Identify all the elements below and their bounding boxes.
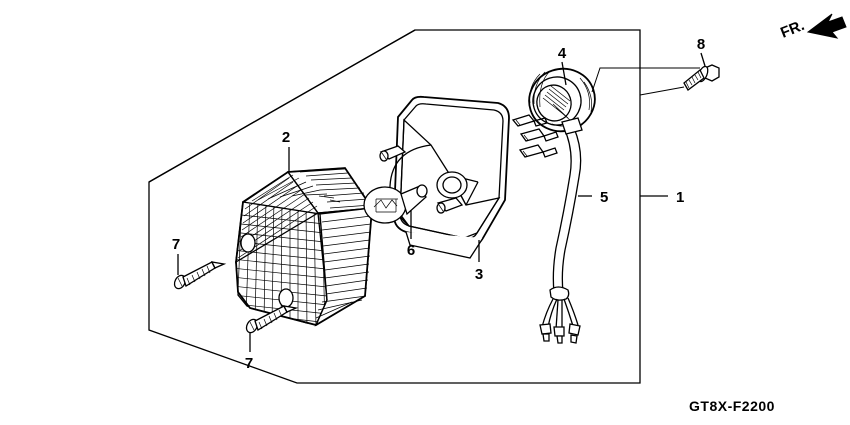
callout-label-5: 5 (600, 189, 608, 206)
tapping-screw-upper (173, 261, 227, 290)
socket-terminal-3 (518, 144, 558, 158)
callout-label-1: 1 (676, 189, 684, 206)
housing-stud-upper (379, 145, 407, 162)
housing-part (379, 95, 510, 259)
socket-terminal-1 (511, 114, 548, 127)
wire-harness-part (539, 117, 583, 344)
socket-part (511, 67, 596, 158)
callout-label-7-upper: 7 (172, 236, 180, 253)
harness-terminal-2 (553, 326, 565, 344)
housing-stud-lower (436, 197, 464, 214)
bolt-threads (685, 71, 702, 89)
callout-label-7-lower: 7 (245, 355, 253, 372)
socket-terminal-2 (519, 128, 559, 142)
callout-label-3: 3 (475, 266, 483, 283)
socket-coil-detail (542, 85, 571, 121)
front-direction-label: FR. (778, 17, 807, 42)
leader-8 (700, 52, 706, 67)
tapping-screw-lower (245, 305, 299, 334)
callout-label-8: 8 (697, 36, 705, 53)
lens-boss-lower (278, 288, 294, 308)
harness-terminal-3 (568, 323, 581, 344)
front-direction-marker: FR. (778, 13, 847, 42)
callout-label-2: 2 (282, 129, 290, 146)
bulb-part (363, 184, 428, 224)
callout-label-6: 6 (407, 242, 415, 259)
part-number-label: GT8X-F2200 (689, 398, 775, 414)
screw-threads-upper (186, 262, 216, 286)
assembly-boundary-frame (148, 29, 641, 384)
front-arrow-icon (806, 13, 847, 39)
callout-label-4: 4 (558, 45, 567, 62)
harness-terminal-1 (539, 323, 552, 342)
lens-boss-upper (240, 233, 256, 253)
housing-bulb-aperture (436, 171, 468, 199)
lens-part (235, 167, 374, 327)
leader-4-bracket (591, 67, 700, 93)
lens-side-hatch (315, 215, 372, 319)
leader-8-to-frame (639, 86, 685, 96)
bulb-glass (363, 186, 407, 224)
leader-4 (561, 61, 567, 86)
flange-bolt-part (683, 64, 720, 91)
screw-threads-lower (258, 306, 288, 330)
